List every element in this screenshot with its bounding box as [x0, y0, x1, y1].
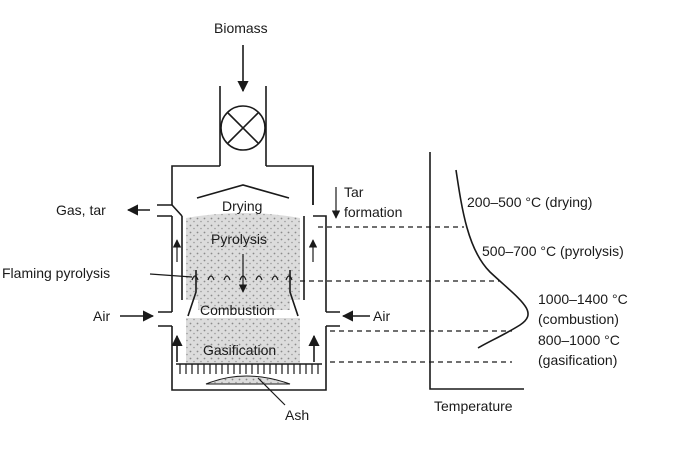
temp-combustion-label-1: 1000–1400 °C	[538, 291, 628, 307]
ash-label: Ash	[285, 407, 309, 423]
biomass-label: Biomass	[214, 20, 268, 36]
grate	[176, 363, 322, 374]
temp-pyrolysis-label: 500–700 °C (pyrolysis)	[482, 243, 624, 259]
zone-combustion-label: Combustion	[200, 302, 275, 318]
tar-formation-label-2: formation	[344, 204, 402, 220]
rotary-valve-icon	[220, 105, 266, 151]
vessel-left-step	[171, 204, 183, 217]
temperature-axis-label: Temperature	[434, 398, 513, 414]
vessel-outer-wall	[171, 215, 327, 391]
ash-leader	[257, 377, 286, 406]
temp-drying-label: 200–500 °C (drying)	[467, 194, 592, 210]
temp-gasification-label-1: 800–1000 °C	[538, 332, 620, 348]
inner-shaft-walls	[181, 216, 305, 300]
combustion-choke	[187, 270, 299, 317]
drying-distributor	[196, 184, 290, 199]
air-left-label: Air	[93, 308, 110, 324]
gasification-bed	[186, 318, 300, 363]
tar-formation-label-1: Tar	[344, 184, 364, 200]
air-right-label: Air	[373, 308, 390, 324]
temperature-profile-curve	[455, 169, 529, 349]
zone-drying-label: Drying	[222, 198, 262, 214]
gas-outlet-pipe	[157, 204, 172, 217]
zone-gasification-label: Gasification	[203, 342, 276, 358]
ash-pile	[205, 375, 291, 385]
feed-throat-walls	[219, 86, 267, 166]
gas-tar-label: Gas, tar	[56, 202, 106, 218]
zone-pyrolysis-label: Pyrolysis	[211, 231, 267, 247]
air-inlet-pipe-right	[326, 311, 340, 327]
temp-gasification-label-2: (gasification)	[538, 352, 617, 368]
flaming-pyrolysis-leader	[149, 273, 193, 278]
flaming-pyrolysis-label: Flaming pyrolysis	[2, 265, 110, 281]
temp-combustion-label-2: (combustion)	[538, 311, 619, 327]
temperature-axes	[429, 152, 524, 390]
air-inlet-pipe-left	[158, 311, 172, 327]
